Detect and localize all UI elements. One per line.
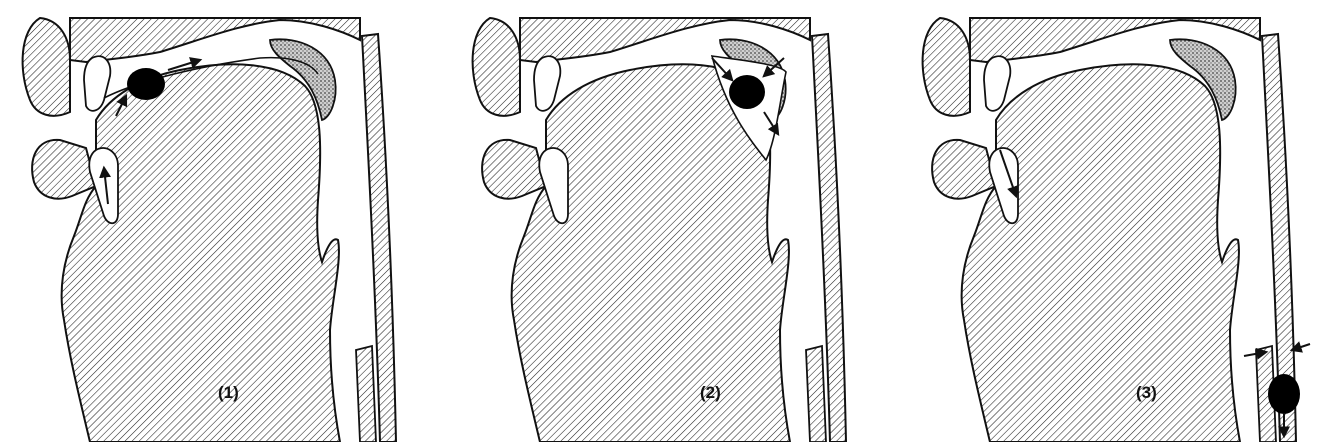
- head-outline: [473, 18, 846, 442]
- panel-label: (2): [700, 383, 721, 402]
- panel-3: (3): [923, 18, 1310, 442]
- food-bolus: [127, 68, 165, 100]
- movement-arrow: [1292, 344, 1310, 350]
- panel-2: (2): [473, 18, 846, 442]
- head-outline: [923, 18, 1296, 442]
- panel-1: (1): [23, 18, 396, 442]
- food-bolus: [1268, 374, 1300, 414]
- food-bolus: [729, 75, 765, 109]
- panel-label: (1): [218, 383, 239, 402]
- head-outline: [23, 18, 396, 442]
- panel-label: (3): [1136, 383, 1157, 402]
